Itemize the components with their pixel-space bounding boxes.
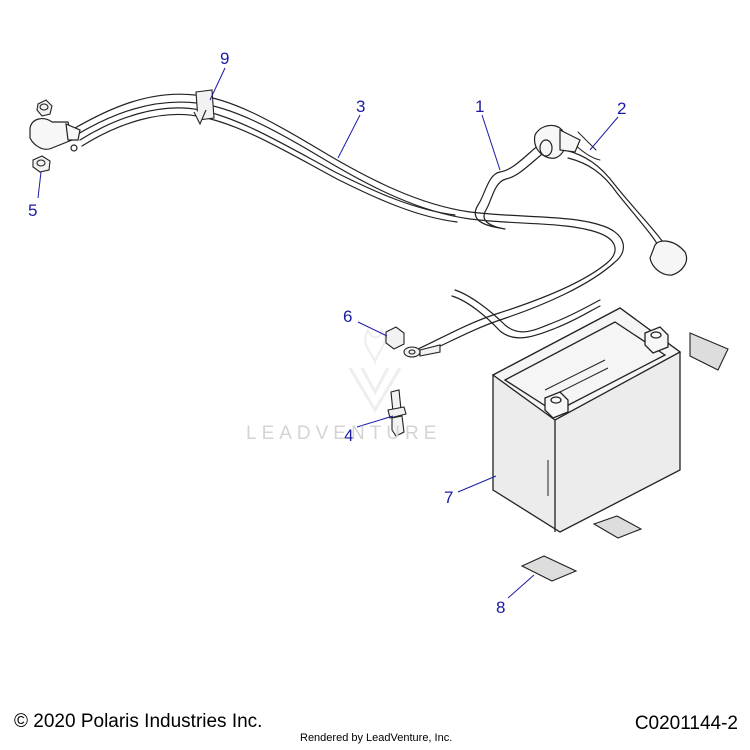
rendered-by-text: Rendered by LeadVenture, Inc. (300, 732, 453, 744)
nut-part-6 (385, 326, 405, 350)
callout-8: 8 (496, 598, 505, 617)
ring-terminal (403, 344, 441, 358)
leader-6 (357, 321, 388, 337)
cable-clip-9 (193, 89, 215, 126)
leader-1 (481, 114, 501, 171)
diagram-code: C0201144-2 (634, 713, 738, 734)
terminal-boot-right (649, 240, 688, 276)
bolt-part-4 (387, 389, 407, 437)
leader-lines (37, 67, 619, 599)
callout-6: 6 (343, 307, 352, 326)
copyright-text: © 2020 Polaris Industries Inc. (14, 711, 263, 732)
leader-2 (589, 116, 619, 151)
battery-terminal-right (644, 326, 669, 354)
leadventure-v-logo-icon (348, 327, 402, 413)
battery-part-7 (491, 307, 682, 533)
terminal-boot-top (533, 124, 581, 159)
leader-8 (507, 574, 535, 599)
leader-7 (457, 475, 497, 493)
callout-3: 3 (356, 97, 365, 116)
leader-9 (209, 67, 226, 101)
terminal-boot-left (29, 118, 81, 152)
leader-3 (337, 114, 361, 159)
cable-2 (564, 131, 666, 253)
callout-5: 5 (28, 201, 37, 220)
nut-part-5 (32, 99, 53, 173)
pad-part-8 (520, 332, 729, 582)
callout-4: 4 (344, 426, 353, 445)
callout-9: 9 (220, 49, 229, 68)
positive-cable-1 (451, 137, 601, 339)
leader-4 (356, 415, 394, 428)
callout-2: 2 (617, 99, 626, 118)
battery-terminal-left (544, 391, 569, 419)
callout-1: 1 (475, 97, 484, 116)
leader-5 (37, 171, 42, 199)
callout-7: 7 (444, 488, 453, 507)
watermark-text: LEADVENTURE (246, 423, 442, 444)
